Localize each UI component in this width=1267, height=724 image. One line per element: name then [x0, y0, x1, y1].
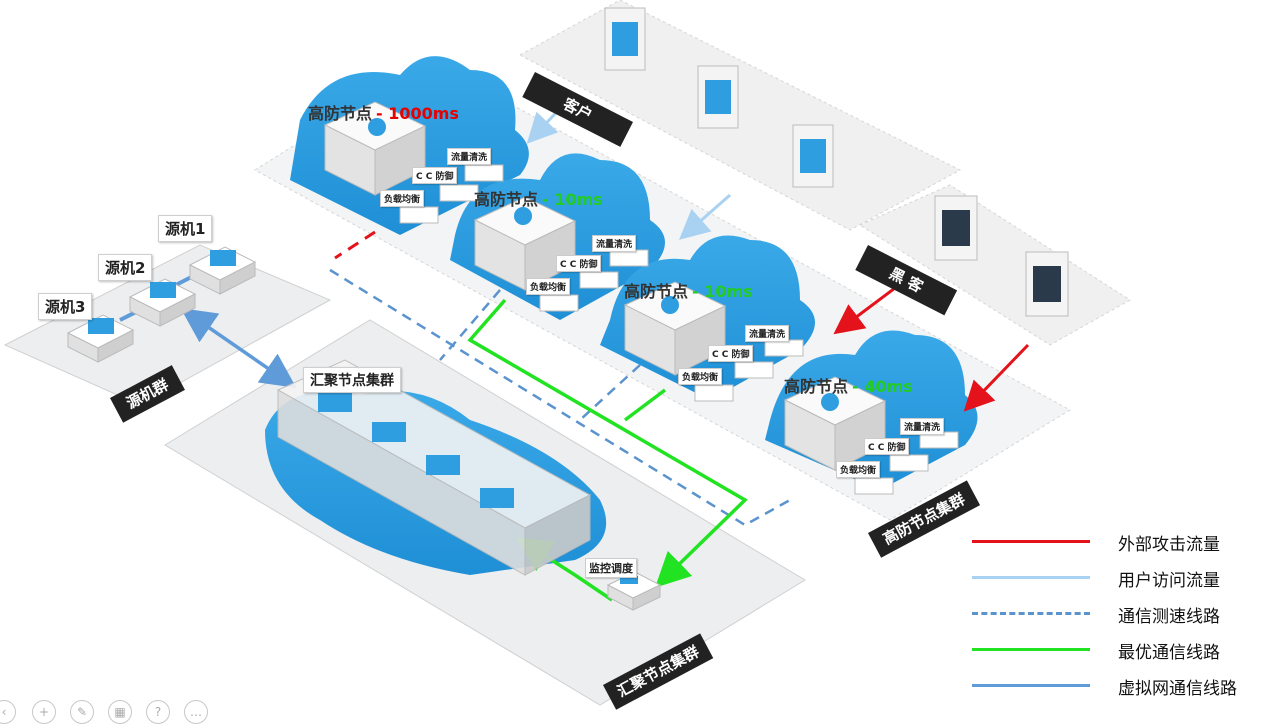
cc-defense-tag: C C 防御 [412, 167, 458, 184]
viewer-gallery-icon[interactable]: ▦ [108, 700, 132, 724]
legend-item: 最优通信线路 [972, 636, 1267, 666]
legend-item: 外部攻击流量 [972, 528, 1267, 558]
origin-machine-3-label: 源机3 [38, 293, 93, 320]
legend-item: 通信测速线路 [972, 600, 1267, 630]
flow-clean-tag: 流量清洗 [447, 148, 492, 165]
load-balance-tag: 负载均衡 [836, 461, 881, 478]
legend-swatch [972, 612, 1090, 615]
legend-label: 通信测速线路 [1118, 607, 1220, 627]
legend-label: 外部攻击流量 [1118, 535, 1220, 555]
aggregation-box [276, 359, 592, 576]
node-title-text: 高防节点 [308, 104, 373, 123]
viewer-more-icon[interactable]: … [184, 700, 208, 724]
viewer-edit-icon[interactable]: ✎ [70, 700, 94, 724]
legend-swatch [972, 540, 1090, 543]
node-title-text: 高防节点 [784, 377, 849, 396]
load-balance-tag: 负载均衡 [526, 278, 571, 295]
node-latency: - 10ms [692, 282, 753, 301]
origin-machine-1-label: 源机1 [158, 215, 213, 242]
aggregation-title: 汇聚节点集群 [303, 367, 401, 393]
legend-item: 虚拟网通信线路 [972, 672, 1267, 702]
legend-swatch [972, 648, 1090, 651]
flow-clean-tag: 流量清洗 [900, 418, 945, 435]
legend-label: 用户访问流量 [1118, 571, 1220, 591]
cc-defense-tag: C C 防御 [864, 438, 910, 455]
node-latency: - 40ms [852, 377, 913, 396]
defense-node-4-title: 高防节点- 40ms [784, 373, 913, 397]
flow-clean-tag: 流量清洗 [592, 235, 637, 252]
defense-node-1-title: 高防节点- 1000ms [308, 100, 459, 124]
node-title-text: 高防节点 [624, 282, 689, 301]
defense-node-3-title: 高防节点- 10ms [624, 278, 753, 302]
viewer-zoom-icon[interactable]: + [32, 700, 56, 724]
service-modules [399, 164, 959, 495]
monitor-label: 监控调度 [585, 558, 637, 578]
viewer-help-icon[interactable]: ? [146, 700, 170, 724]
legend-label: 虚拟网通信线路 [1118, 679, 1237, 699]
origin-machines [66, 246, 257, 363]
origin-machine-2-label: 源机2 [98, 254, 153, 281]
flow-clean-tag: 流量清洗 [745, 325, 790, 342]
node-latency: - 10ms [542, 190, 603, 209]
load-balance-tag: 负载均衡 [380, 190, 425, 207]
user-cabinets [604, 7, 1069, 317]
cc-defense-tag: C C 防御 [556, 255, 602, 272]
legend-label: 最优通信线路 [1118, 643, 1220, 663]
node-title-text: 高防节点 [474, 190, 539, 209]
load-balance-tag: 负载均衡 [678, 368, 723, 385]
legend-item: 用户访问流量 [972, 564, 1267, 594]
legend-swatch [972, 684, 1090, 687]
node-latency: - 1000ms [376, 104, 459, 123]
defense-node-blocks [323, 101, 887, 471]
defense-node-2-title: 高防节点- 10ms [474, 186, 603, 210]
cc-defense-tag: C C 防御 [708, 345, 754, 362]
legend-swatch [972, 576, 1090, 579]
monitor-box [606, 571, 662, 611]
